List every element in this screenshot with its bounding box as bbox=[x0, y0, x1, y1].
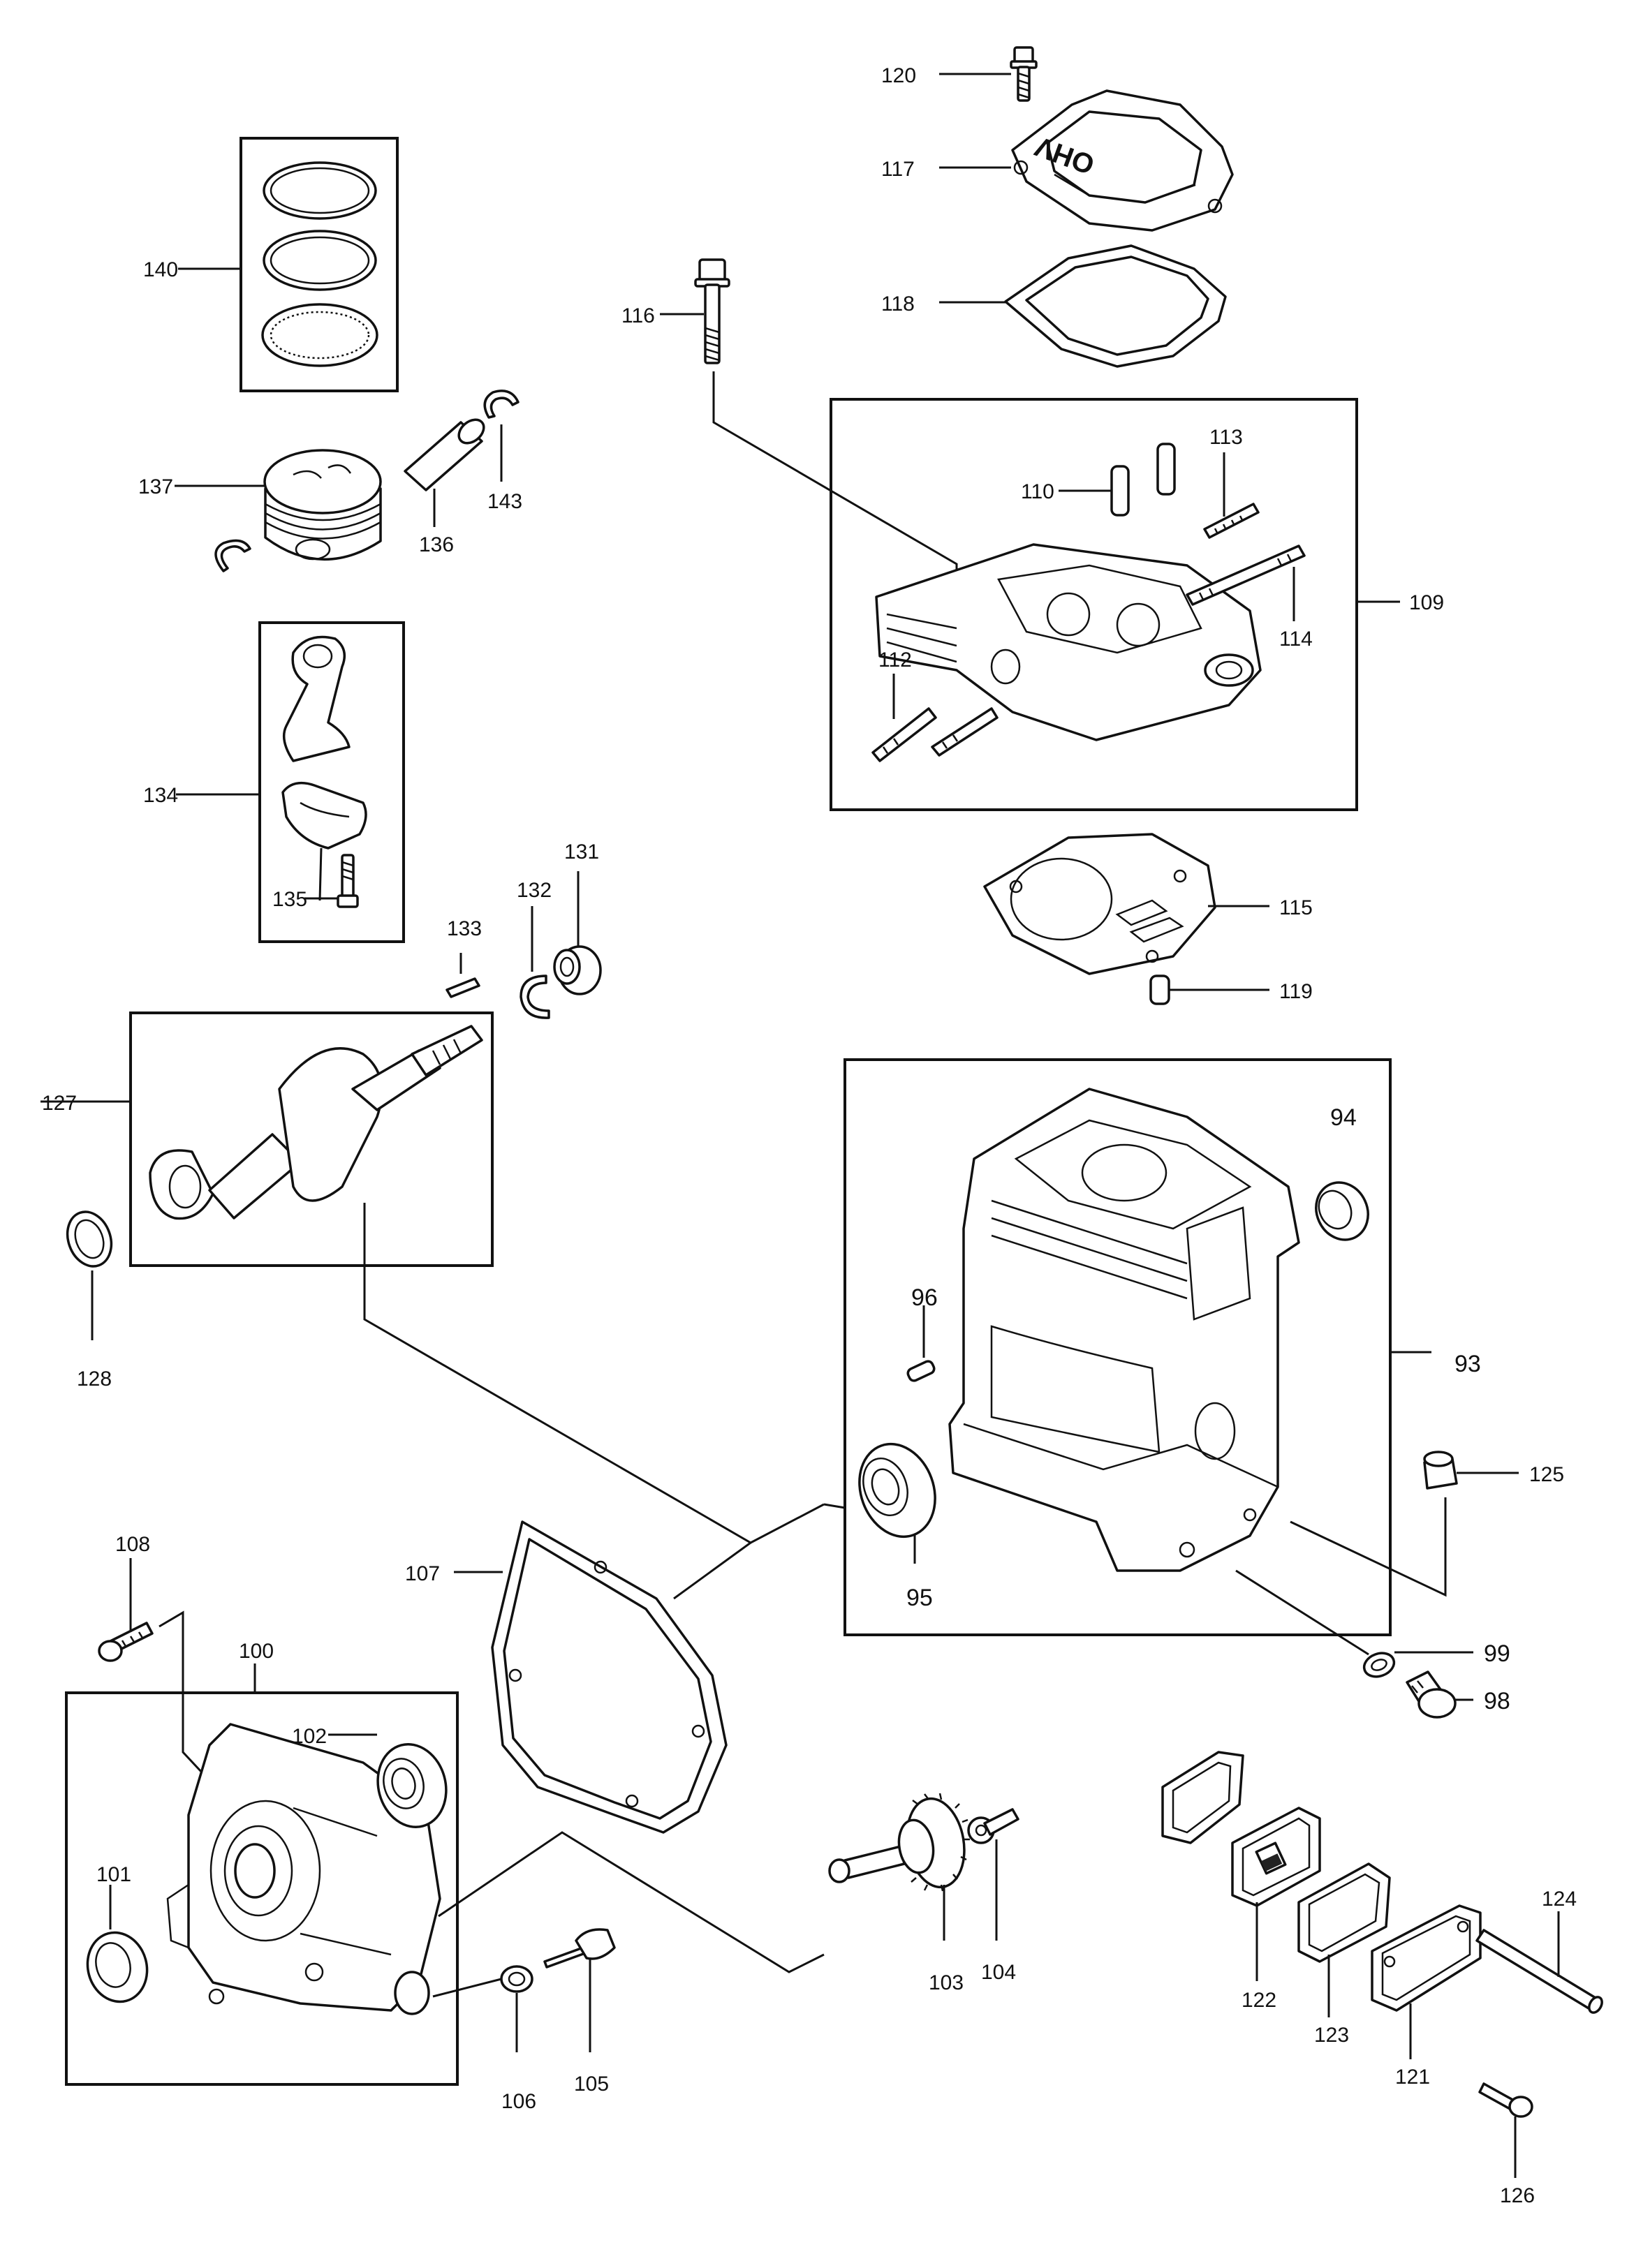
label-128: 128 bbox=[77, 1368, 112, 1391]
piston-137 bbox=[263, 449, 382, 561]
washer-106 bbox=[500, 1965, 533, 1993]
crankshaft-box bbox=[129, 1011, 494, 1267]
label-120: 120 bbox=[881, 64, 916, 87]
crankcase-93 bbox=[948, 1088, 1300, 1572]
crankshaft-127 bbox=[149, 1025, 483, 1220]
label-126: 126 bbox=[1500, 2184, 1535, 2207]
label-119: 119 bbox=[1279, 980, 1313, 1003]
gear-pin-104 bbox=[967, 1808, 1019, 1844]
label-136: 136 bbox=[419, 533, 454, 556]
stud-114 bbox=[1186, 544, 1306, 606]
piston-clip bbox=[214, 539, 251, 572]
label-121: 121 bbox=[1395, 2066, 1430, 2089]
breather-gasket-123 bbox=[1297, 1862, 1391, 1963]
label-140: 140 bbox=[143, 258, 178, 281]
cylinder-head-box bbox=[830, 398, 1358, 811]
label-103: 103 bbox=[929, 1971, 964, 1994]
governor-gear-103 bbox=[828, 1793, 970, 1892]
label-110: 110 bbox=[1021, 480, 1054, 503]
valve-cover-gasket-118 bbox=[1004, 244, 1227, 368]
label-118: 118 bbox=[881, 292, 915, 316]
label-116: 116 bbox=[621, 304, 655, 327]
label-123: 123 bbox=[1314, 2024, 1349, 2047]
connecting-rod-box bbox=[258, 621, 405, 943]
rod-bolt-135 bbox=[337, 854, 359, 908]
label-117: 117 bbox=[881, 158, 915, 181]
label-105: 105 bbox=[574, 2073, 609, 2096]
label-125: 125 bbox=[1529, 1463, 1564, 1486]
part-labels: 120 117 118 116 140 137 136 143 113 110 … bbox=[42, 64, 1577, 2207]
gasket-107 bbox=[491, 1520, 728, 1834]
breather-cover-121 bbox=[1371, 1904, 1482, 2012]
label-124: 124 bbox=[1542, 1888, 1577, 1911]
label-122: 122 bbox=[1242, 1989, 1276, 2012]
label-96: 96 bbox=[911, 1284, 938, 1311]
label-94: 94 bbox=[1330, 1104, 1357, 1131]
crankcase-cover-box bbox=[65, 1691, 459, 2086]
label-137: 137 bbox=[138, 475, 173, 498]
label-127: 127 bbox=[42, 1092, 77, 1115]
label-114: 114 bbox=[1279, 628, 1313, 651]
connecting-rod-134 bbox=[281, 635, 367, 901]
stud-112 bbox=[871, 707, 999, 762]
label-115: 115 bbox=[1279, 896, 1313, 919]
label-134: 134 bbox=[143, 784, 178, 807]
key-133 bbox=[445, 977, 480, 998]
label-101: 101 bbox=[96, 1863, 131, 1886]
piston-rings-140 bbox=[261, 161, 378, 367]
label-93: 93 bbox=[1454, 1351, 1481, 1377]
label-106: 106 bbox=[501, 2090, 536, 2113]
label-113: 113 bbox=[1209, 426, 1243, 449]
label-104: 104 bbox=[981, 1961, 1016, 1984]
drain-plug-98 bbox=[1406, 1670, 1457, 1719]
breather-hose-124 bbox=[1475, 1929, 1603, 2014]
label-98: 98 bbox=[1484, 1688, 1510, 1714]
crankcase-cover-100 bbox=[166, 1723, 441, 2015]
breather-plate-122 bbox=[1231, 1807, 1321, 1907]
piston-rings-box bbox=[240, 137, 399, 392]
label-132: 132 bbox=[517, 879, 552, 902]
label-109: 109 bbox=[1409, 591, 1444, 614]
bolt-126 bbox=[1478, 2082, 1533, 2118]
bearing-102 bbox=[376, 1742, 448, 1829]
label-143: 143 bbox=[487, 490, 522, 513]
head-gasket-115 bbox=[983, 833, 1216, 975]
bolt-108 bbox=[98, 1622, 154, 1662]
label-131: 131 bbox=[564, 840, 599, 864]
dowel-pin-110 bbox=[1110, 443, 1176, 517]
stud-113 bbox=[1203, 503, 1260, 539]
pin-96 bbox=[906, 1360, 936, 1382]
piston-pin-136 bbox=[404, 418, 485, 491]
snap-ring-132 bbox=[520, 974, 550, 1019]
label-133: 133 bbox=[447, 917, 482, 940]
label-99: 99 bbox=[1484, 1640, 1510, 1667]
seal-101 bbox=[86, 1931, 149, 2003]
label-100: 100 bbox=[239, 1640, 274, 1663]
cap-125 bbox=[1423, 1451, 1458, 1490]
nut-131 bbox=[553, 945, 602, 995]
bolt-120 bbox=[1010, 46, 1038, 102]
washer-99 bbox=[1362, 1652, 1396, 1678]
label-95: 95 bbox=[906, 1585, 933, 1611]
label-108: 108 bbox=[115, 1533, 150, 1556]
head-bolt-116 bbox=[694, 258, 730, 364]
label-112: 112 bbox=[878, 648, 912, 672]
valve-cover-117: OHV bbox=[1011, 89, 1234, 232]
crankcase-box bbox=[844, 1058, 1392, 1636]
pin-119 bbox=[1149, 974, 1170, 1005]
cylinder-head-109 bbox=[875, 543, 1262, 741]
label-102: 102 bbox=[292, 1725, 327, 1748]
label-107: 107 bbox=[405, 1562, 440, 1585]
clip-143 bbox=[483, 390, 520, 419]
bearing-95 bbox=[858, 1442, 936, 1539]
label-135: 135 bbox=[272, 888, 307, 911]
seal-128 bbox=[66, 1210, 113, 1268]
breather-gasket-small bbox=[1161, 1751, 1244, 1844]
governor-shaft-105 bbox=[543, 1928, 616, 1969]
seal-94 bbox=[1315, 1181, 1369, 1241]
